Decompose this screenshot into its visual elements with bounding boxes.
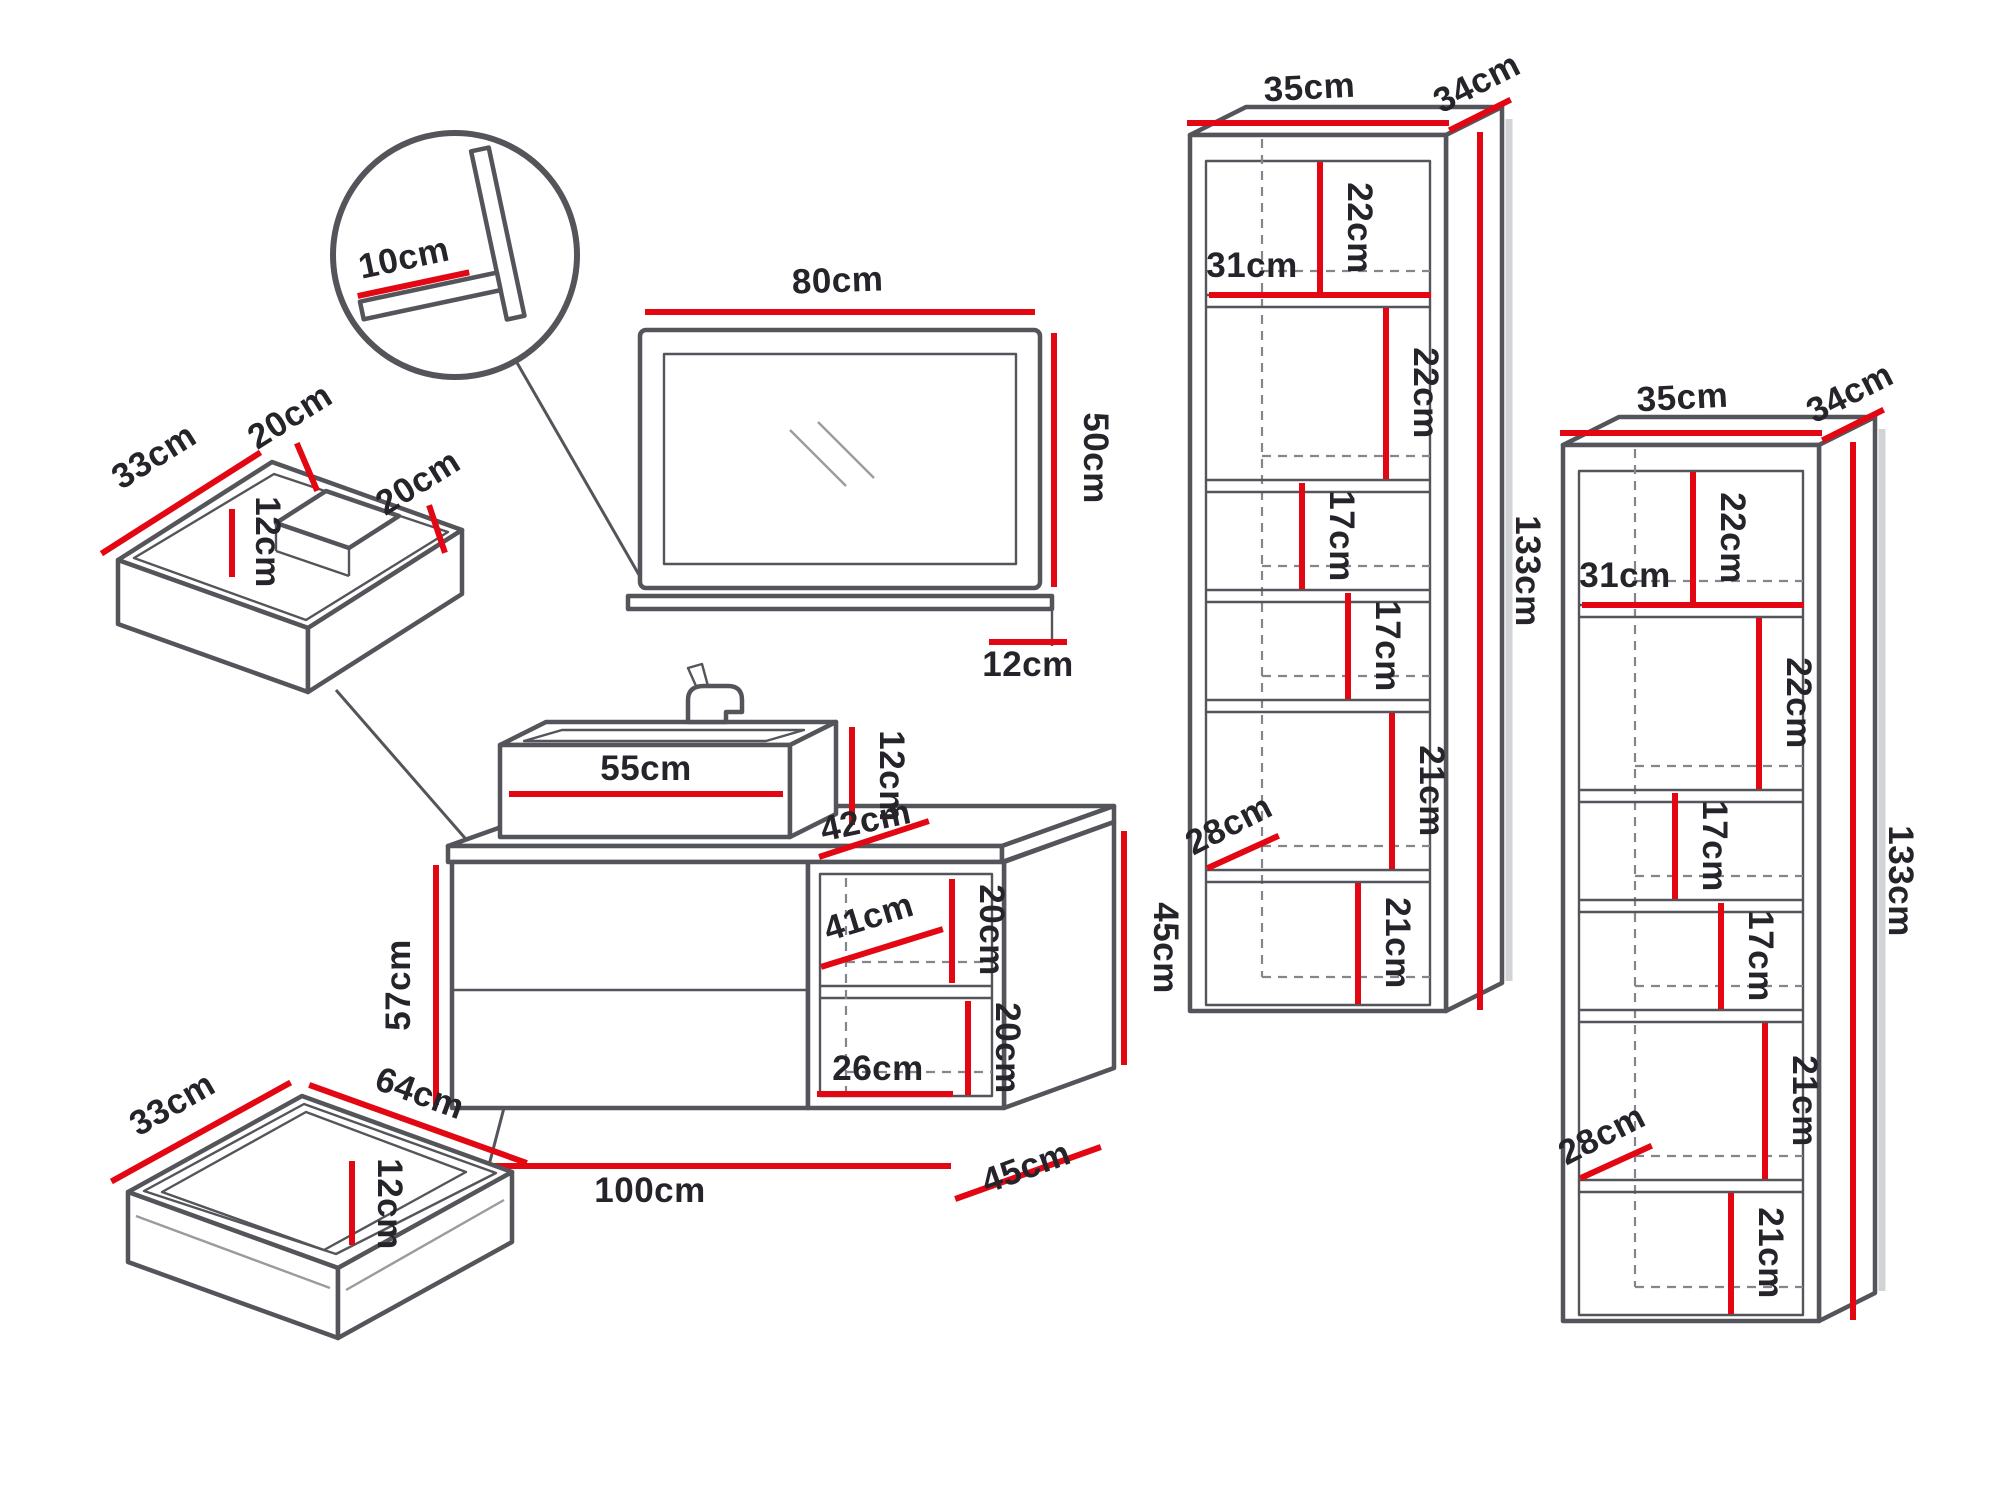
bottom-drawer-floor xyxy=(160,1110,468,1252)
dim-mirror-width: 80cm xyxy=(791,259,884,301)
tall-cabinet-left xyxy=(1179,45,1547,1011)
sink-drawer-rim-inner xyxy=(132,472,450,622)
bottom-drawer-rail-left xyxy=(135,1214,331,1290)
vanity-drawer-front xyxy=(449,859,811,1111)
dim-mirror-shelf-depth: 12cm xyxy=(982,645,1074,684)
bottom-drawer-front-right-wall xyxy=(335,1169,515,1341)
detail-shelf-drawing: 10cm xyxy=(355,145,527,322)
dim-niche-lower-height: 20cm xyxy=(988,1002,1027,1094)
tall-cabinet-right xyxy=(1552,355,1920,1321)
faucet-lever xyxy=(686,662,710,688)
mirror-glare-2 xyxy=(817,421,875,479)
dim-vanity-side-height: 45cm xyxy=(1146,902,1185,994)
mirror-frame xyxy=(637,327,1043,591)
sink-drawer-rear-section-line xyxy=(294,442,320,492)
mirror-unit: 80cm 50cm 12cm xyxy=(625,259,1115,684)
basin-side xyxy=(787,719,839,840)
leader-detail-to-mirror xyxy=(514,360,644,581)
bottom-drawer-rail-right xyxy=(345,1198,505,1292)
mirror-glare xyxy=(789,429,847,487)
dim-basin-height: 12cm xyxy=(872,730,911,822)
vanity-dimension-lines xyxy=(433,727,1127,1202)
sink-drawer-front-right-wall xyxy=(305,527,465,695)
dim-basin-width: 55cm xyxy=(600,749,692,788)
vanity-countertop-front-edge xyxy=(445,843,1005,865)
detail-shelf-board xyxy=(357,270,503,322)
detail-dimension-line xyxy=(357,269,470,299)
bottom-drawer-rim-inner xyxy=(142,1102,498,1256)
dim-bottom-drawer-height: 12cm xyxy=(370,1158,409,1250)
dim-sink-drawer-height: 12cm xyxy=(248,496,287,588)
bottom-drawer-width-line xyxy=(308,1082,528,1166)
mirror-glass xyxy=(662,352,1018,566)
dim-mirror-height: 50cm xyxy=(1076,412,1115,504)
bottom-drawer: 33cm 64cm 12cm xyxy=(109,1059,528,1341)
basin-bowl xyxy=(522,728,806,743)
dim-niche-bottom-width: 26cm xyxy=(832,1049,924,1088)
dim-vanity-cabinet-height: 57cm xyxy=(379,939,418,1031)
sink-drawer-depth-line xyxy=(99,449,263,557)
mirror-shelf xyxy=(625,593,1055,612)
bottom-drawer-depth-line xyxy=(109,1079,293,1185)
dim-vanity-total-width: 100cm xyxy=(594,1171,705,1210)
sink-drawer-notch-bottom xyxy=(275,549,350,578)
detail-circle: 10cm xyxy=(330,130,580,380)
vanity-unit: 55cm 12cm 42cm 57cm 41cm 20cm 20cm 26cm … xyxy=(379,662,1185,1210)
sink-drawer-front-section-line xyxy=(426,504,448,554)
dim-niche-upper-height: 20cm xyxy=(972,884,1011,976)
detail-vertical-panel xyxy=(468,145,527,322)
faucet xyxy=(685,683,745,725)
